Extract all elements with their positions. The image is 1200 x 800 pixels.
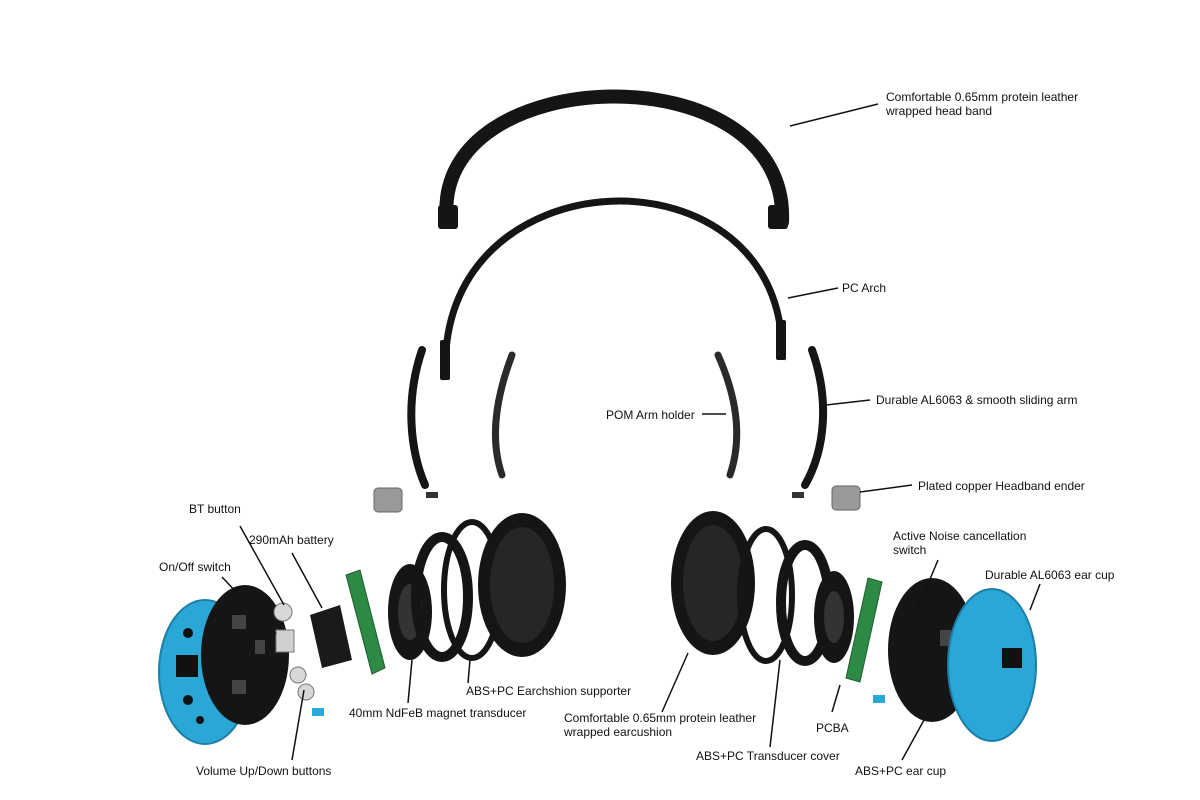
left-cup-hole-2 bbox=[183, 695, 193, 705]
label-earcushion: Comfortable 0.65mm protein leather wrapp… bbox=[564, 711, 757, 739]
battery-part bbox=[310, 605, 352, 668]
left-cup-button-square bbox=[176, 655, 198, 677]
right-pcba bbox=[845, 577, 883, 683]
leader-battery bbox=[291, 552, 323, 609]
left-pom-arm-holder bbox=[491, 351, 516, 479]
label-ear-cup-abs: ABS+PC ear cup bbox=[855, 764, 947, 778]
label-pcba: PCBA bbox=[816, 721, 849, 735]
right-earcushion-inner bbox=[683, 525, 743, 641]
label-pom-arm-holder: POM Arm holder bbox=[606, 408, 695, 422]
left-cup-slot-2 bbox=[232, 680, 246, 694]
headband-part bbox=[439, 89, 790, 229]
label-transducer-cover: ABS+PC Transducer cover bbox=[696, 749, 840, 763]
label-headband-ender: Plated copper Headband ender bbox=[918, 479, 1085, 493]
headband-right-end bbox=[768, 205, 788, 229]
leader-headband-ender bbox=[859, 484, 913, 493]
label-pc-arch: PC Arch bbox=[842, 281, 887, 295]
leader-bt-button bbox=[239, 525, 285, 606]
leader-on-off-switch bbox=[221, 576, 277, 635]
leader-anc-switch bbox=[917, 559, 939, 609]
leader-sliding-arm bbox=[825, 399, 871, 406]
headband-left-end bbox=[438, 205, 458, 229]
leader-headband bbox=[789, 103, 879, 127]
left-volume-button-2 bbox=[297, 683, 315, 701]
left-earcushion-inner bbox=[490, 527, 554, 643]
left-on-off-switch bbox=[275, 629, 295, 653]
right-pom-arm-holder bbox=[714, 351, 741, 479]
right-cup-square bbox=[1002, 648, 1022, 668]
left-cup-slot-1 bbox=[232, 615, 246, 629]
left-headband-ender bbox=[373, 487, 403, 513]
label-bt-button: BT button bbox=[189, 502, 241, 516]
pc-arch-right-end bbox=[776, 320, 786, 360]
leader-volume-buttons bbox=[291, 689, 305, 761]
right-small-spacer bbox=[792, 492, 804, 498]
right-transducer-inner bbox=[824, 591, 844, 643]
label-durable-ear-cup: Durable AL6063 ear cup bbox=[985, 568, 1115, 582]
leader-magnet-transducer bbox=[407, 659, 413, 704]
right-sliding-arm bbox=[801, 346, 828, 489]
left-abs-ear-cup bbox=[201, 585, 289, 725]
leader-durable-ear-cup bbox=[1029, 583, 1041, 611]
left-small-spacer bbox=[426, 492, 438, 498]
label-battery: 290mAh battery bbox=[249, 533, 334, 547]
left-blue-slider bbox=[312, 708, 324, 716]
leader-transducer-cover bbox=[769, 659, 781, 748]
left-cup-hole-1 bbox=[183, 628, 193, 638]
label-sliding-arm: Durable AL6063 & smooth sliding arm bbox=[876, 393, 1078, 407]
pc-arch-left-end bbox=[440, 340, 450, 380]
leader-ear-cup-abs bbox=[901, 719, 925, 761]
right-blue-ear-cup bbox=[947, 588, 1037, 742]
left-cup-hole-3 bbox=[196, 716, 204, 724]
leader-pc-arch bbox=[787, 287, 839, 299]
label-volume-buttons: Volume Up/Down buttons bbox=[196, 764, 332, 778]
leader-earcushion bbox=[661, 652, 689, 713]
right-earcushion-supporter bbox=[737, 526, 795, 664]
label-magnet-transducer: 40mm NdFeB magnet transducer bbox=[349, 706, 527, 720]
left-sliding-arm bbox=[407, 346, 429, 489]
leader-earcushion-supporter bbox=[467, 659, 471, 684]
left-cup-slot-3 bbox=[255, 640, 265, 654]
pc-arch-part bbox=[442, 197, 786, 381]
left-bt-button bbox=[273, 602, 293, 622]
right-headband-ender bbox=[831, 485, 861, 511]
label-on-off-switch: On/Off switch bbox=[159, 560, 231, 574]
label-anc-switch: Active Noise cancellation switch bbox=[893, 529, 1027, 557]
left-volume-button-1 bbox=[289, 666, 307, 684]
right-blue-slider bbox=[873, 695, 885, 703]
leader-pcba bbox=[831, 684, 841, 713]
label-headband: Comfortable 0.65mm protein leather wrapp… bbox=[886, 90, 1079, 118]
label-earcushion-supporter: ABS+PC Earchshion supporter bbox=[466, 684, 632, 698]
left-pcba bbox=[345, 569, 386, 675]
left-transducer-cover bbox=[411, 532, 473, 662]
